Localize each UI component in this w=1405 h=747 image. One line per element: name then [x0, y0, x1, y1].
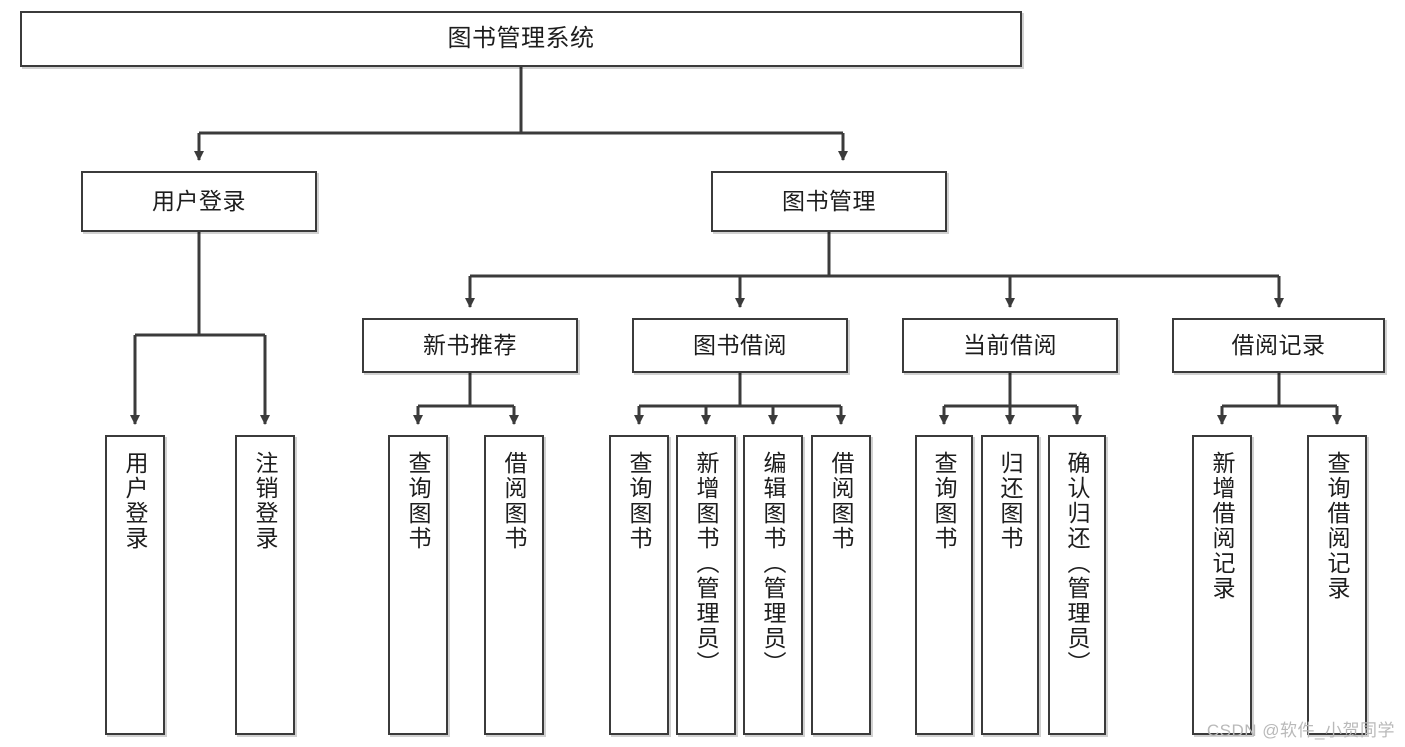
leaf-return-book[interactable]: 归还图书 — [981, 435, 1039, 735]
leaf-edit-book[interactable]: 编辑图书（管理员） — [743, 435, 803, 735]
leaf-user-login[interactable]: 用户登录 — [105, 435, 165, 735]
node-book-management[interactable]: 图书管理 — [711, 171, 947, 232]
leaf-logout-label: 注销登录 — [252, 451, 279, 551]
node-root-label: 图书管理系统 — [447, 24, 595, 52]
leaf-query-borrow-record[interactable]: 查询借阅记录 — [1307, 435, 1367, 735]
leaf-borrow-book-recommend[interactable]: 借阅图书 — [484, 435, 544, 735]
leaf-add-borrow-record[interactable]: 新增借阅记录 — [1192, 435, 1252, 735]
leaf-query-book-borrow[interactable]: 查询图书 — [609, 435, 669, 735]
leaf-logout[interactable]: 注销登录 — [235, 435, 295, 735]
node-current-borrow-label: 当前借阅 — [963, 331, 1057, 358]
leaf-add-borrow-record-label: 新增借阅记录 — [1209, 451, 1236, 601]
leaf-query-book-recommend[interactable]: 查询图书 — [388, 435, 448, 735]
node-new-book-recommend[interactable]: 新书推荐 — [362, 318, 578, 373]
leaf-edit-book-label: 编辑图书（管理员） — [760, 451, 787, 676]
node-new-book-recommend-label: 新书推荐 — [423, 331, 517, 358]
node-borrow-record[interactable]: 借阅记录 — [1172, 318, 1385, 373]
leaf-borrow-book-recommend-label: 借阅图书 — [501, 451, 528, 551]
leaf-query-book-current-label: 查询图书 — [931, 451, 958, 551]
node-user-login-label: 用户登录 — [152, 187, 246, 214]
leaf-user-login-label: 用户登录 — [122, 451, 149, 551]
leaf-confirm-return-label: 确认归还（管理员） — [1064, 451, 1091, 676]
node-book-management-label: 图书管理 — [782, 187, 876, 214]
csdn-watermark: CSDN @软件_小贺同学 — [1206, 721, 1395, 740]
node-current-borrow[interactable]: 当前借阅 — [902, 318, 1118, 373]
leaf-confirm-return[interactable]: 确认归还（管理员） — [1048, 435, 1106, 735]
leaf-query-book-recommend-label: 查询图书 — [405, 451, 432, 551]
leaf-borrow-book[interactable]: 借阅图书 — [811, 435, 871, 735]
leaf-query-book-current[interactable]: 查询图书 — [915, 435, 973, 735]
leaf-add-book[interactable]: 新增图书（管理员） — [676, 435, 736, 735]
node-book-borrow[interactable]: 图书借阅 — [632, 318, 848, 373]
leaf-borrow-book-label: 借阅图书 — [828, 451, 855, 551]
leaf-return-book-label: 归还图书 — [997, 451, 1024, 551]
node-book-borrow-label: 图书借阅 — [693, 331, 787, 358]
leaf-query-borrow-record-label: 查询借阅记录 — [1324, 451, 1351, 601]
leaf-query-book-borrow-label: 查询图书 — [626, 451, 653, 551]
leaf-add-book-label: 新增图书（管理员） — [693, 451, 720, 676]
node-user-login[interactable]: 用户登录 — [81, 171, 317, 232]
node-root[interactable]: 图书管理系统 — [20, 11, 1022, 67]
node-borrow-record-label: 借阅记录 — [1231, 331, 1326, 358]
